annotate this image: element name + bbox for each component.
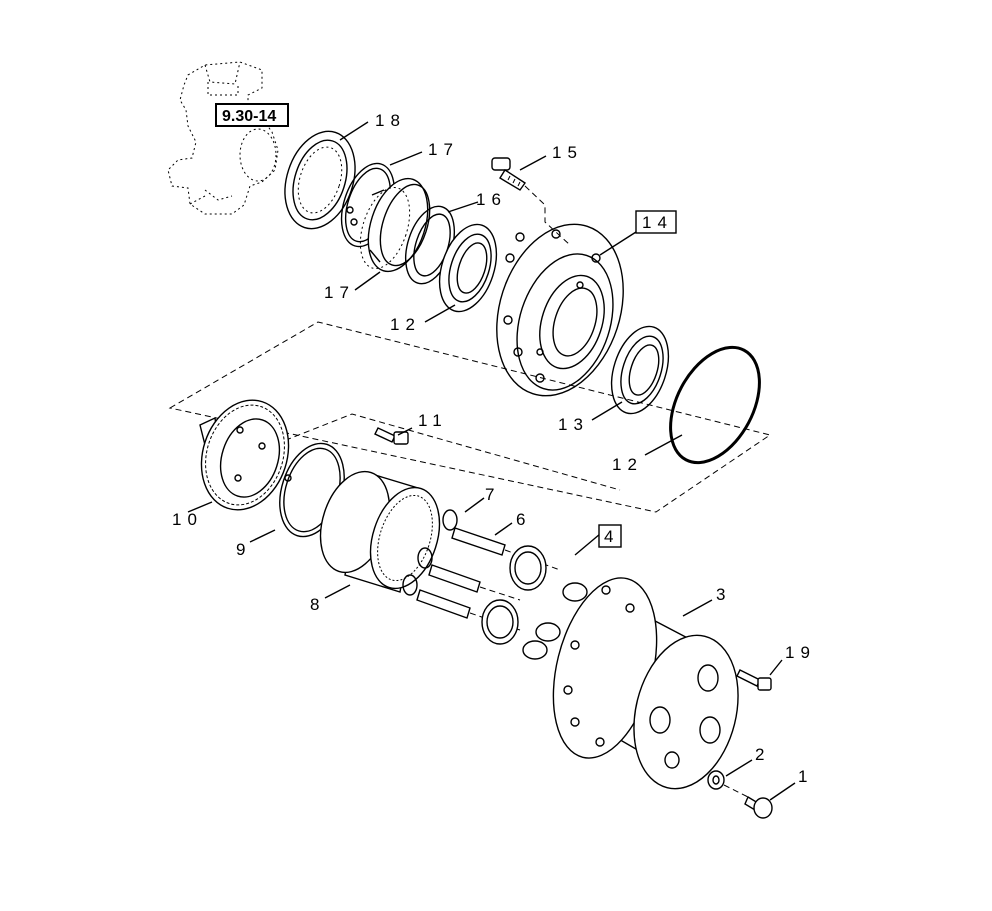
part-12-bearing-lower (610, 325, 670, 415)
callout-19: 19 (785, 643, 816, 662)
part-6-washers (402, 509, 458, 596)
part-12-bearing-upper (438, 223, 498, 313)
callout-11: 12 (612, 455, 643, 474)
callout-8: 9 (236, 540, 251, 559)
callout-12-upper: 12 (390, 315, 421, 334)
callout-13: 14 (642, 213, 673, 232)
callout-2: 2 (755, 745, 770, 764)
callout-14: 15 (552, 143, 583, 162)
part-7-ring-gear (319, 470, 441, 593)
part-10-bolt (374, 427, 409, 445)
callout-4-box: 4 (598, 524, 622, 548)
callout-9: 10 (172, 510, 203, 529)
steering-knuckle-outline (167, 61, 279, 215)
part-11-o-ring (669, 345, 761, 465)
part-1-plug (723, 784, 773, 819)
callout-10: 11 (418, 411, 448, 430)
callout-13-box: 14 (635, 210, 677, 234)
callout-7: 8 (310, 595, 325, 614)
callout-16: 17 (324, 283, 355, 302)
assembly-envelope-inner (247, 413, 621, 491)
part-3-planetary-housing (552, 577, 739, 790)
part-13-wheel-hub (496, 223, 624, 397)
callout-17: 17 (428, 140, 459, 159)
callout-5: 6 (516, 510, 531, 529)
part-18-seal-ring (284, 130, 356, 230)
callout-1: 1 (798, 767, 813, 786)
leader-lines (187, 121, 796, 801)
part-14-bolt (491, 157, 571, 246)
callout-3: 3 (716, 585, 731, 604)
callout-18: 18 (375, 111, 406, 130)
part-19-bolt (736, 669, 772, 691)
callout-12-lower: 13 (558, 415, 589, 434)
assembly-envelope-outer (168, 321, 772, 513)
reference-box-label: 9.30-14 (222, 108, 276, 125)
callout-15: 16 (476, 190, 507, 209)
part-5-planet-pins (416, 527, 561, 631)
planet-gears (481, 545, 588, 660)
reference-box: 9.30-14 (215, 103, 289, 127)
part-16-splined-hub (359, 177, 431, 273)
part-2-washer (707, 770, 725, 790)
callout-4: 4 (604, 527, 619, 546)
part-9-gear-carrier (199, 399, 290, 511)
callout-6: 7 (485, 485, 500, 504)
